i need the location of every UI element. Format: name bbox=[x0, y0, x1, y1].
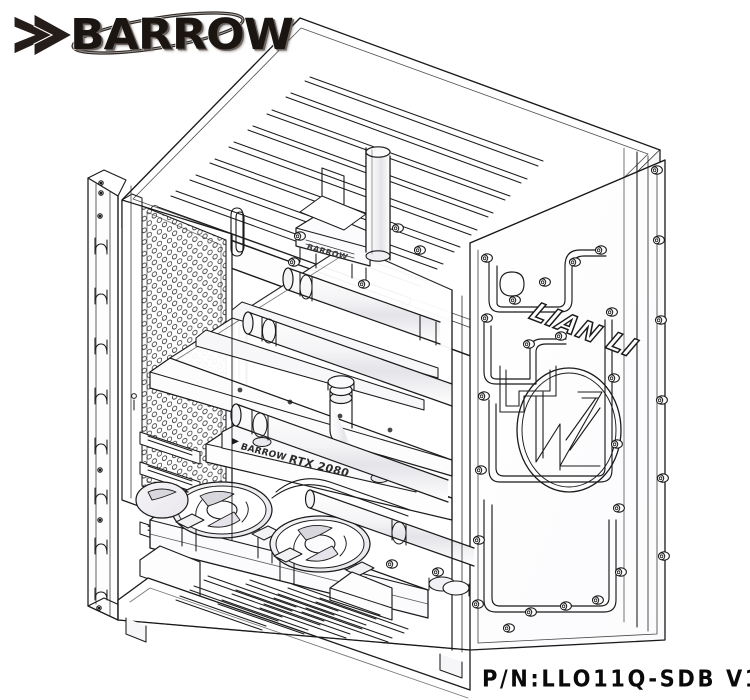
bottom-panel-vents bbox=[175, 575, 409, 643]
barrow-wordmark: BARROW bbox=[69, 10, 294, 60]
case-fan bbox=[135, 481, 189, 519]
rear-expansion-rail bbox=[87, 169, 127, 621]
case-fan bbox=[171, 481, 281, 564]
case-fan bbox=[269, 515, 375, 600]
reservoir-tube bbox=[365, 146, 391, 262]
misc-hardware bbox=[131, 393, 470, 597]
distribution-plate bbox=[469, 147, 671, 651]
upper-tube-2 bbox=[242, 311, 453, 407]
part-number-label: P/N:LLO11Q-SDB V1 bbox=[482, 666, 750, 692]
psu-shroud bbox=[139, 545, 393, 621]
upper-tube-1 bbox=[282, 267, 441, 346]
barrow-logo: BARROW bbox=[8, 6, 298, 68]
gpu-block-fitting bbox=[327, 375, 355, 449]
pci-slot-cutouts bbox=[94, 237, 108, 601]
bottom-tube-run bbox=[304, 489, 475, 567]
lianli-etch-outline bbox=[499, 365, 557, 413]
barrow-arrow-icon bbox=[13, 11, 245, 57]
bottom-panel bbox=[117, 575, 471, 699]
mid-tube-run bbox=[230, 403, 449, 503]
cpu-block-assembly bbox=[242, 146, 453, 407]
side-panel-emblem bbox=[516, 367, 622, 493]
emblem-slashes bbox=[535, 391, 603, 471]
